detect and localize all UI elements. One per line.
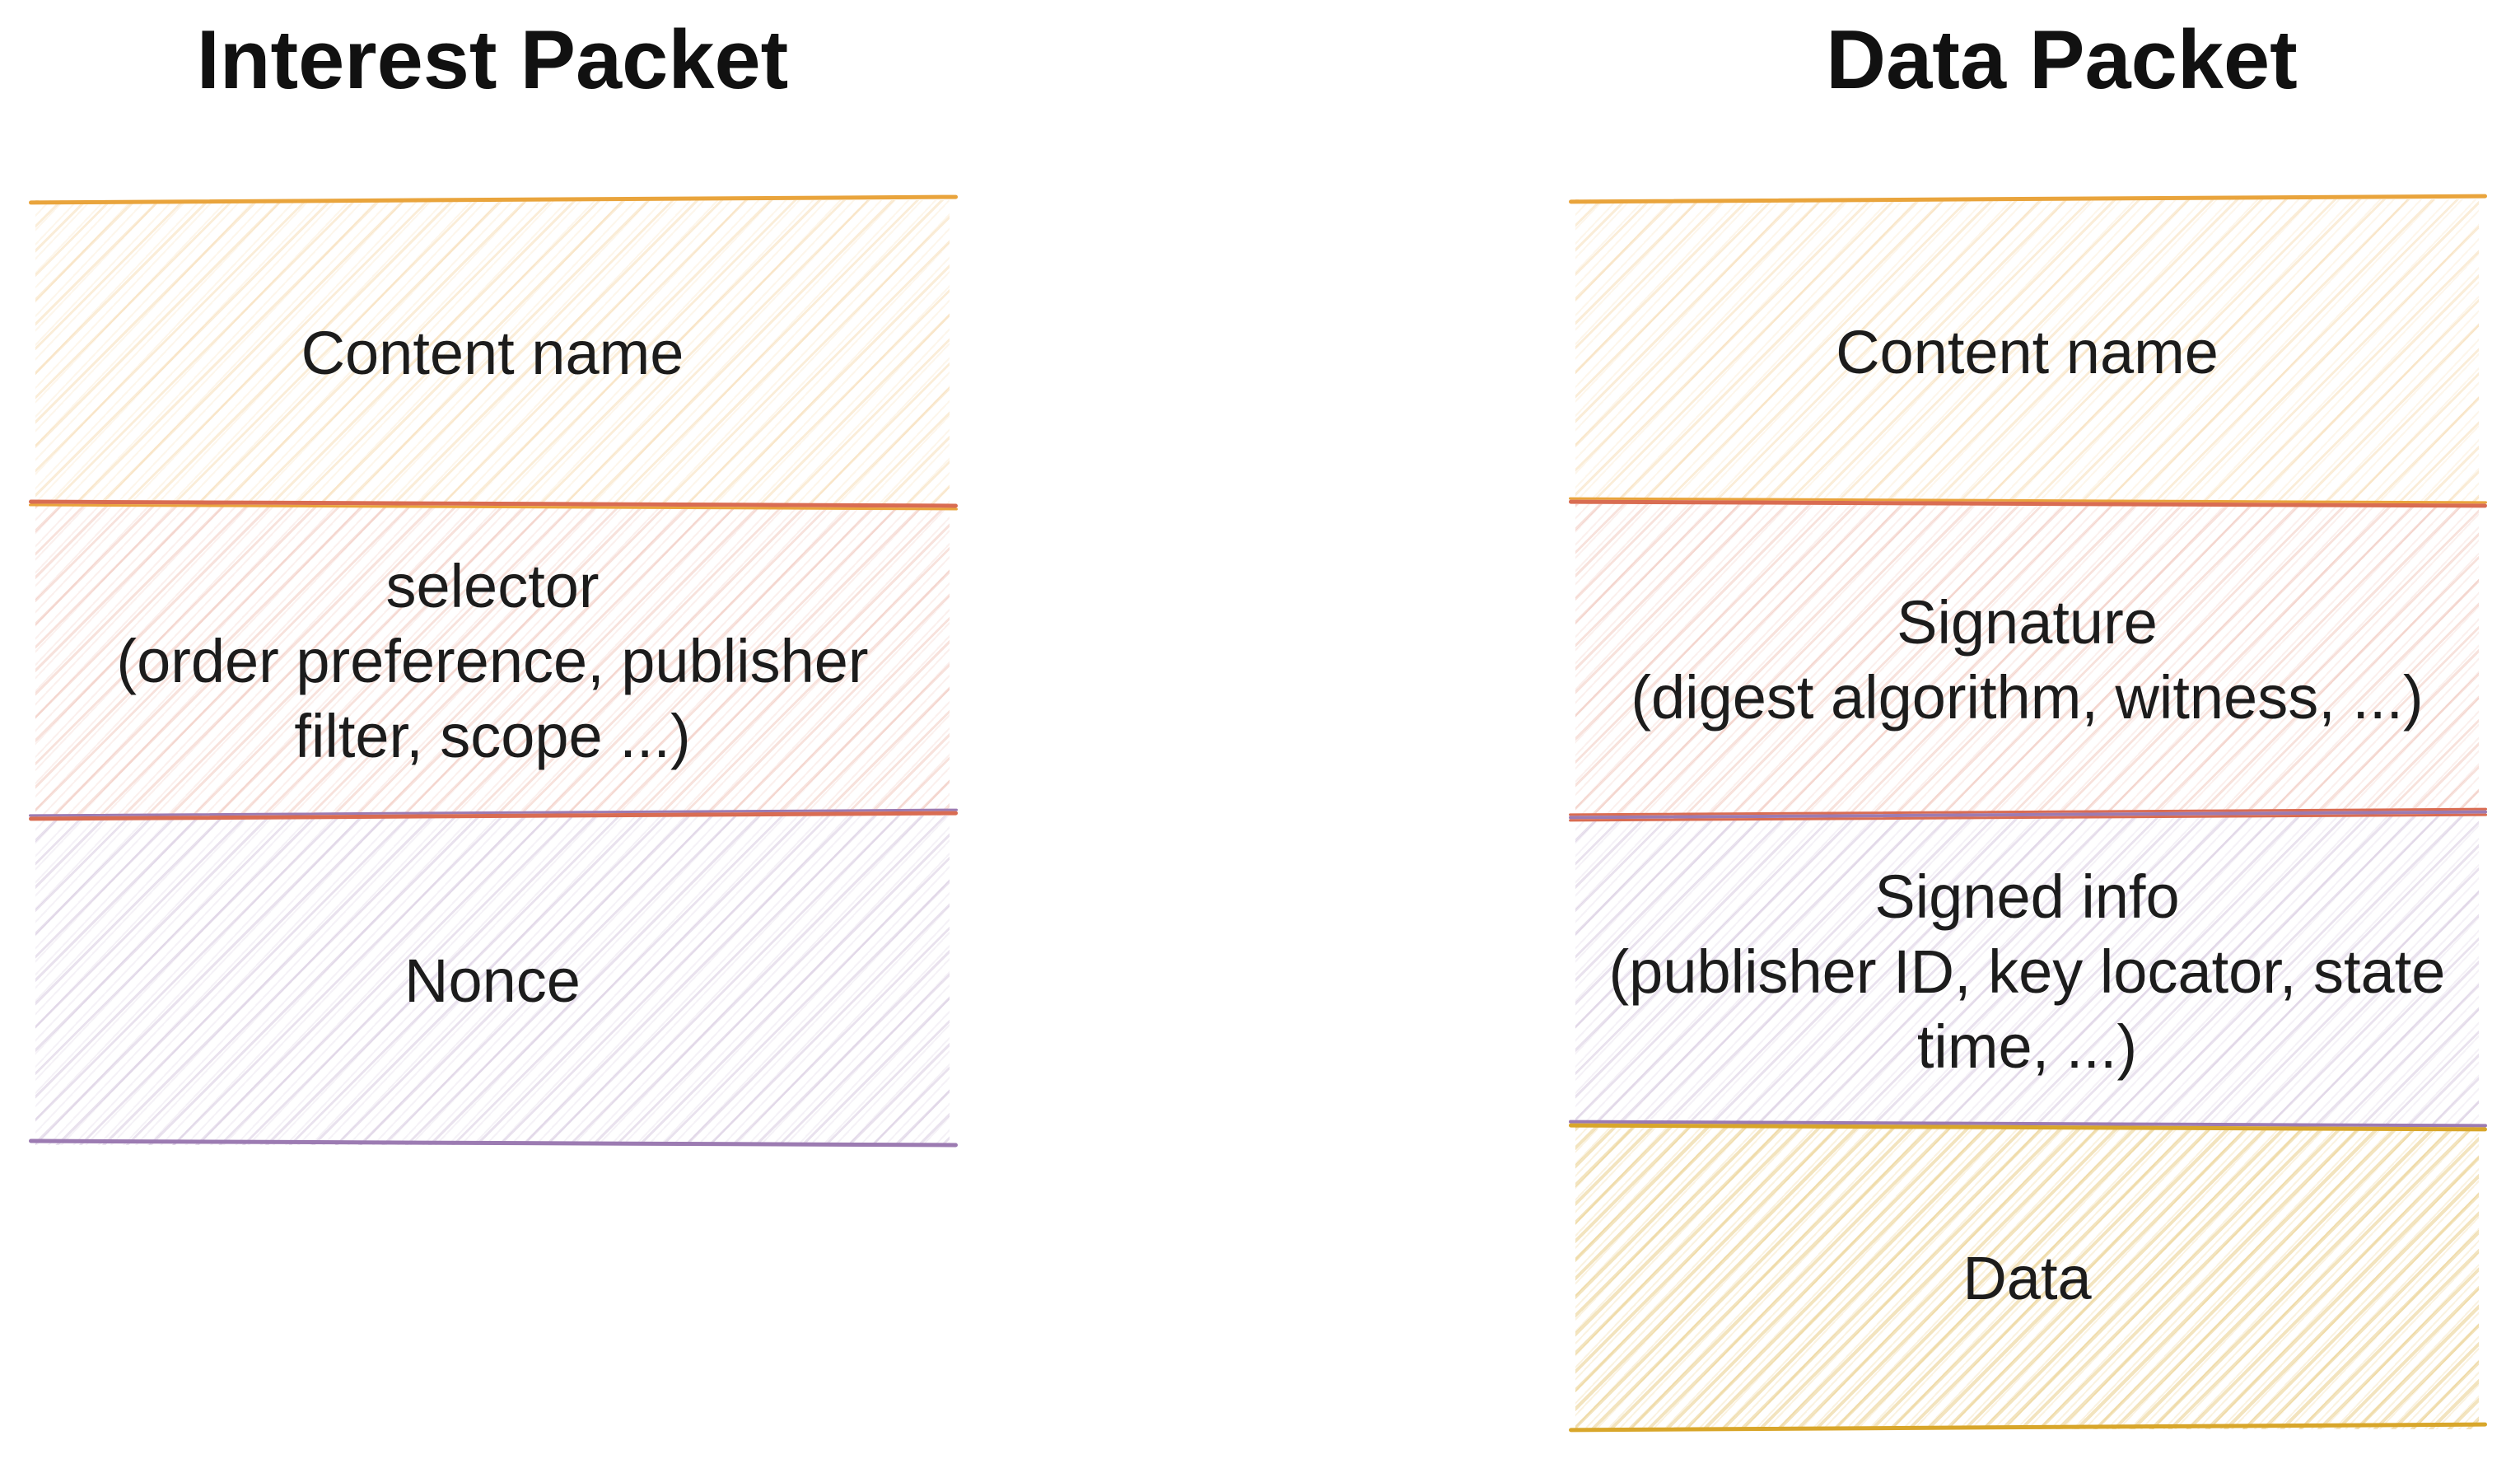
- data-top-border-line: [1569, 194, 2488, 204]
- data-packet-title: Data Packet: [1826, 14, 2298, 106]
- data-section-signed-info-label: Signed info(publisher ID, key locator, s…: [1608, 862, 2446, 1081]
- interest-section-content-name: Content name: [35, 200, 950, 506]
- data-section-data-label: Data: [1962, 1244, 2092, 1312]
- interest-section-nonce-label: Nonce: [404, 946, 581, 1015]
- data-section-signature-label: Signature(digest algorithm, witness, ...…: [1631, 588, 2424, 732]
- data-section-signature: Signature(digest algorithm, witness, ...…: [1575, 504, 2479, 816]
- interest-section-content-name-label: Content name: [301, 319, 684, 387]
- data-packet-box: Content name Signature(digest algorithm,…: [1568, 194, 2488, 1433]
- interest-top-border-line: [29, 194, 959, 205]
- data-section-signed-info: Signed info(publisher ID, key locator, s…: [1575, 816, 2479, 1127]
- data-section-content-name: Content name: [1575, 199, 2479, 504]
- interest-packet-box: Content name selector(order preference, …: [28, 194, 959, 1148]
- interest-packet-title: Interest Packet: [196, 14, 789, 106]
- data-section-data: Data: [1575, 1127, 2479, 1429]
- data-section-content-name-label: Content name: [1836, 317, 2219, 386]
- interest-section-nonce: Nonce: [35, 816, 950, 1145]
